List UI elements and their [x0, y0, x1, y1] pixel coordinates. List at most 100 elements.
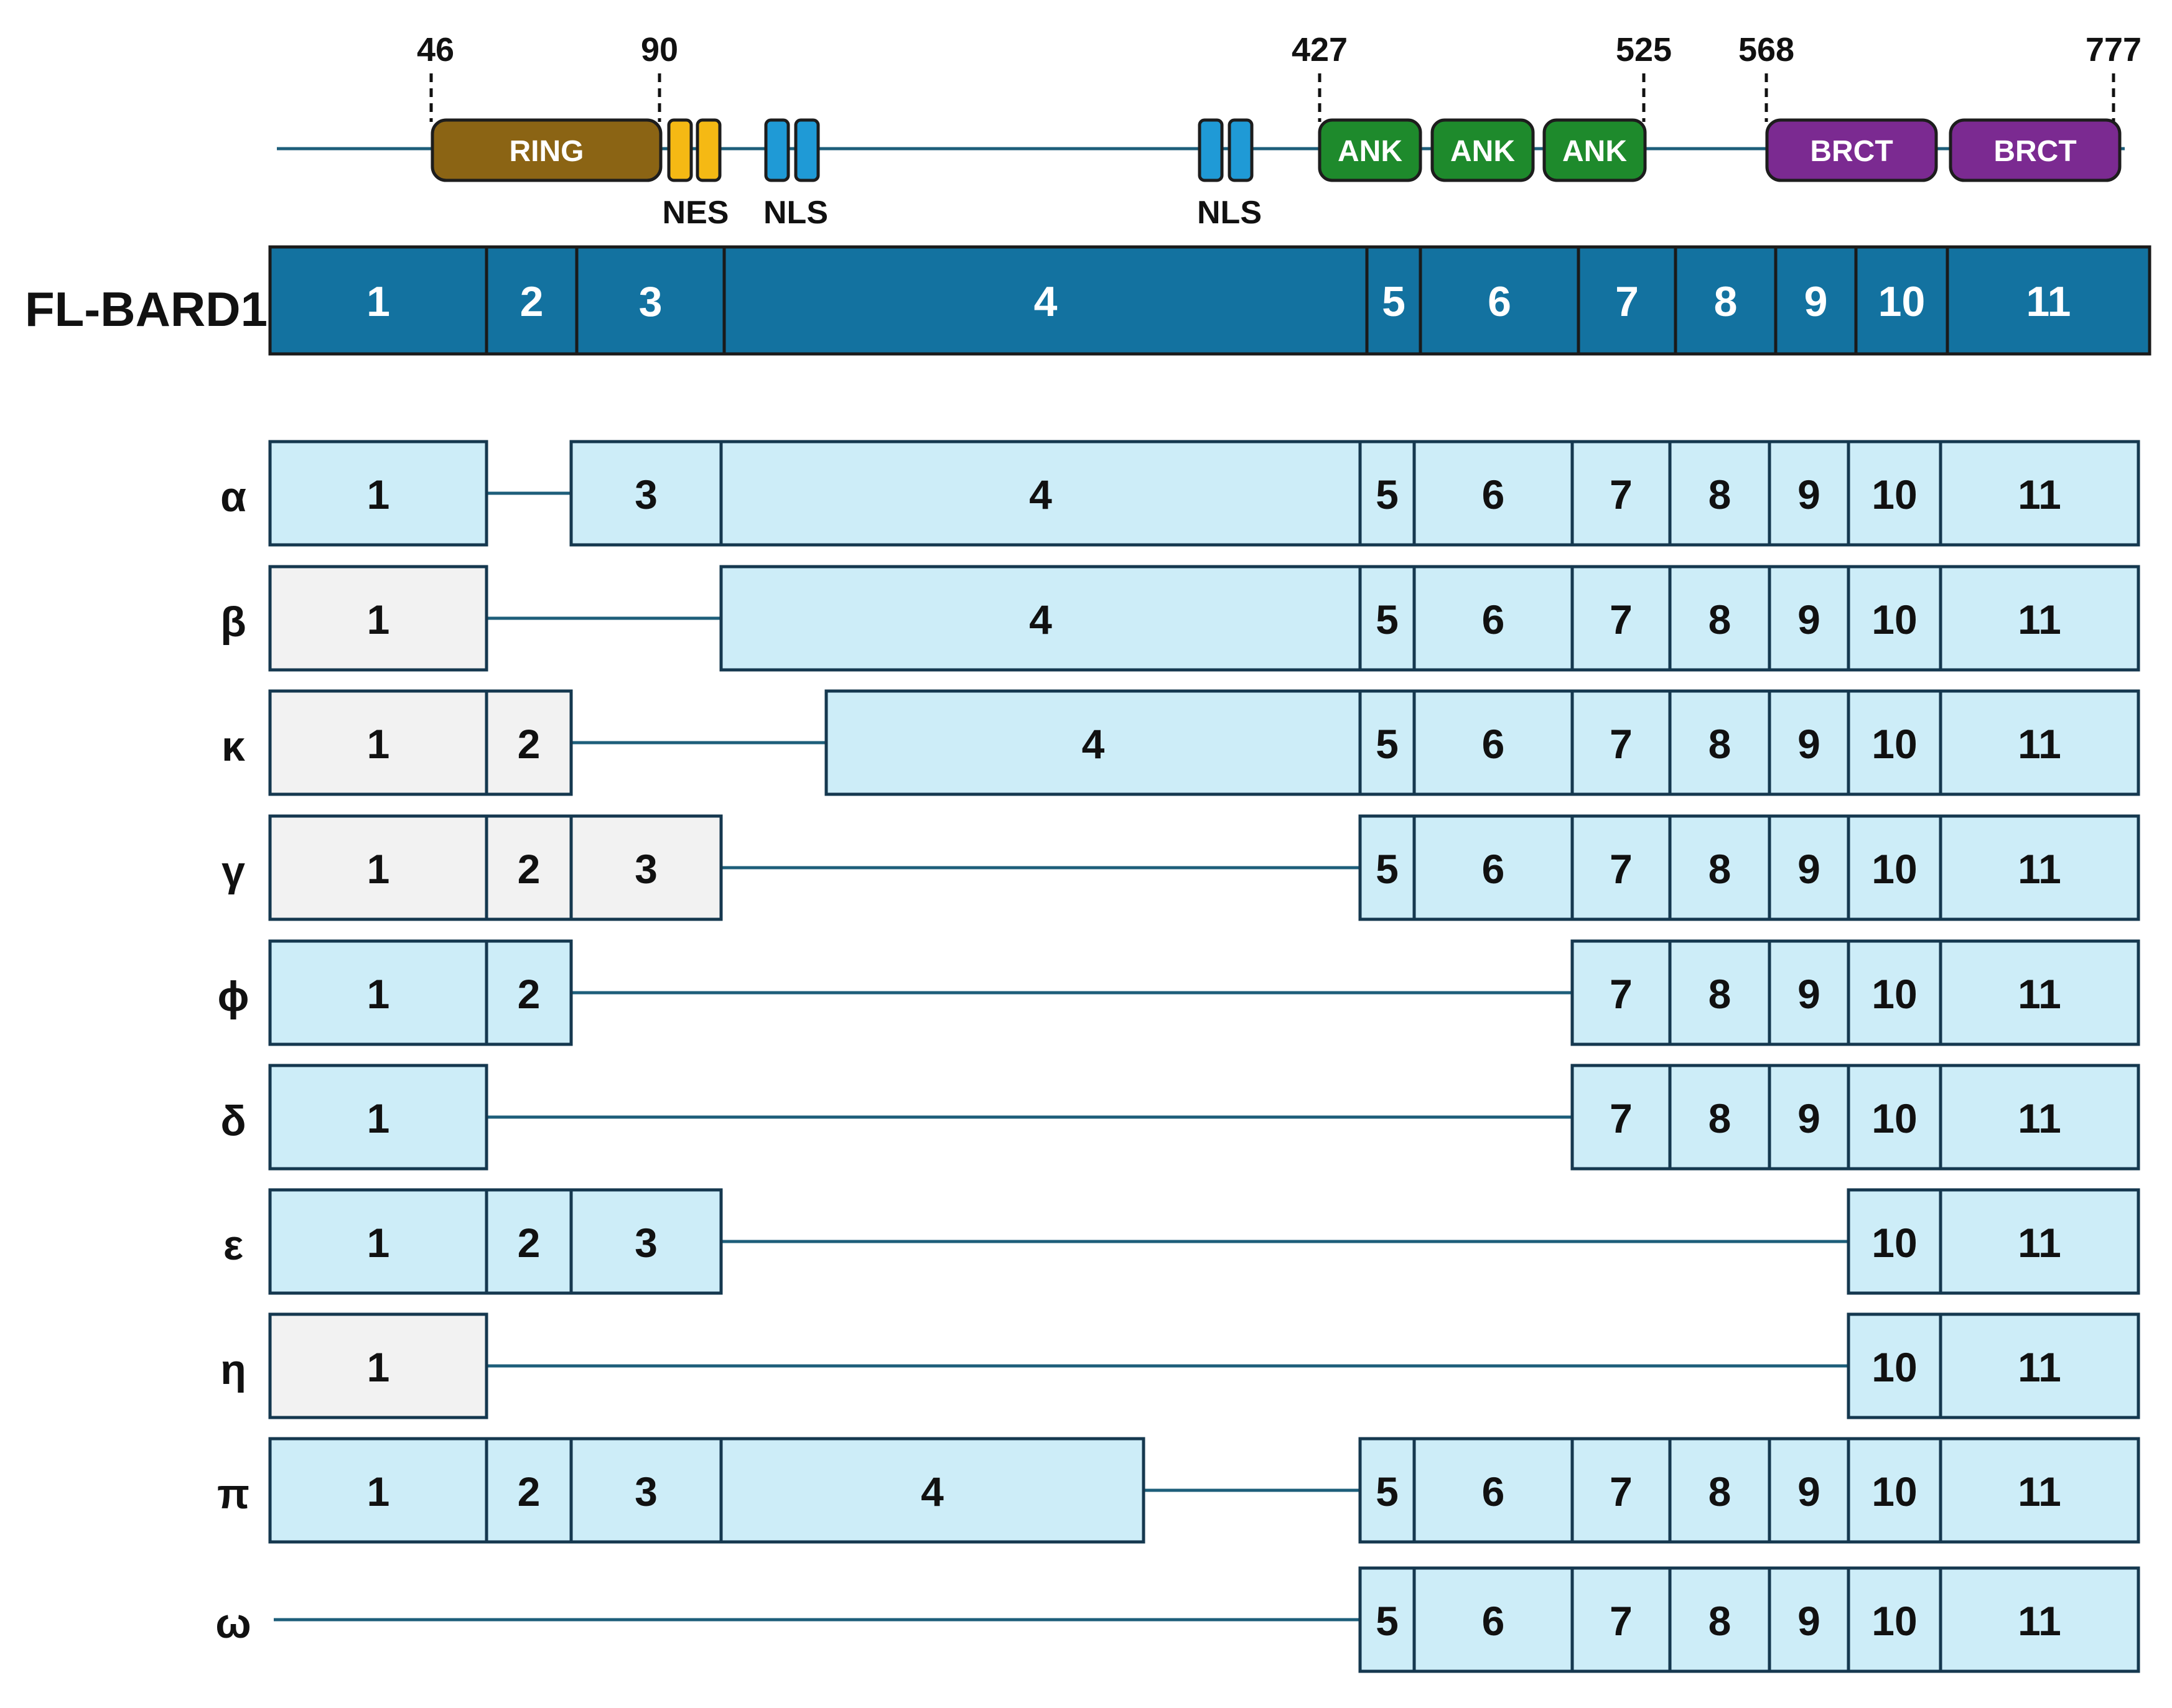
isoform-exon-5 [1358, 565, 1416, 672]
domain-nls-4 [1228, 118, 1254, 182]
isoform-exon-11 [1939, 1437, 2140, 1544]
isoform-exon-10 [1847, 1437, 1942, 1544]
fl-exon-8 [1674, 245, 1778, 356]
isoform-exon-11 [1939, 814, 2140, 921]
isoform-exon-10 [1847, 814, 1942, 921]
isoform-exon-label-1: 1 [367, 846, 390, 892]
isoform-exon-label-10: 10 [1871, 721, 1917, 767]
isoform-exon-1 [268, 440, 488, 547]
isoform-exon-1 [268, 939, 488, 1046]
isoform-exon-11 [1939, 1064, 2140, 1171]
isoform-exon-label-1: 1 [367, 471, 390, 518]
fl-exon-label-7: 7 [1615, 278, 1639, 325]
isoform-exon-label-1: 1 [367, 1220, 390, 1266]
isoform-exon-label-4: 4 [1029, 596, 1052, 643]
isoform-exon-label-8: 8 [1708, 846, 1732, 892]
fl-exon-label-3: 3 [639, 278, 663, 325]
isoform-exon-2 [485, 1188, 573, 1295]
isoform-exon-label-7: 7 [1610, 1469, 1633, 1515]
isoform-exon-7 [1570, 1437, 1672, 1544]
domain-nls-3 [1198, 118, 1224, 182]
isoform-exon-label-10: 10 [1871, 846, 1917, 892]
isoform-exon-label-2: 2 [518, 721, 541, 767]
isoform-exon-label-7: 7 [1610, 1095, 1633, 1141]
isoform-exon-label-10: 10 [1871, 1095, 1917, 1141]
isoform-exon-label-6: 6 [1482, 1598, 1505, 1644]
isoform-exon-label-11: 11 [2018, 846, 2061, 892]
fl-exon-label-4: 4 [1034, 278, 1058, 325]
isoform-exon-label-1: 1 [367, 596, 390, 643]
isoform-exon-11 [1939, 939, 2140, 1046]
isoform-exon-label-2: 2 [518, 846, 541, 892]
isoform-exon-9 [1768, 1064, 1850, 1171]
isoform-exon-9 [1768, 939, 1850, 1046]
isoform-exon-7 [1570, 1064, 1672, 1171]
isoform-exon-label-9: 9 [1797, 1598, 1820, 1644]
isoform-exon-4 [719, 440, 1362, 547]
position-label-427: 427 [1292, 31, 1348, 68]
isoform-exon-10 [1847, 689, 1942, 796]
domain-label-ring: RING [510, 135, 584, 168]
isoform-name: κ [221, 723, 245, 770]
fl-exon-label-9: 9 [1804, 278, 1828, 325]
isoform-exon-2 [485, 1437, 573, 1544]
isoform-exon-label-9: 9 [1797, 1095, 1820, 1141]
isoform-exon-6 [1412, 565, 1574, 672]
isoform-exon-1 [268, 1437, 488, 1544]
position-label-568: 568 [1738, 31, 1794, 68]
isoform-exon-5 [1358, 440, 1416, 547]
isoform-exon-label-6: 6 [1482, 1469, 1505, 1515]
isoform-exon-11 [1939, 1188, 2140, 1295]
isoform-name: η [220, 1346, 246, 1393]
isoform-exon-label-7: 7 [1610, 1598, 1633, 1644]
isoform-exon-label-3: 3 [635, 1220, 658, 1266]
domain-ank-2 [1430, 118, 1535, 182]
isoform-exon-label-10: 10 [1871, 1220, 1917, 1266]
isoform-exon-label-10: 10 [1871, 1344, 1917, 1390]
isoform-exon-label-5: 5 [1376, 846, 1399, 892]
fl-exon-10 [1854, 245, 1949, 356]
isoform-exon-label-3: 3 [635, 846, 658, 892]
isoform-exon-8 [1668, 565, 1771, 672]
isoform-exon-label-3: 3 [635, 471, 658, 518]
isoform-exon-label-5: 5 [1376, 721, 1399, 767]
position-label-90: 90 [641, 31, 678, 68]
isoform-exon-4 [719, 1437, 1145, 1544]
isoform-exon-5 [1358, 689, 1416, 796]
isoform-exon-9 [1768, 814, 1850, 921]
isoform-exon-label-4: 4 [1082, 721, 1105, 767]
isoform-exon-10 [1847, 1188, 1942, 1295]
isoform-exon-label-10: 10 [1871, 596, 1917, 643]
domain-label-brct-2: BRCT [1993, 135, 2076, 168]
isoform-exon-9 [1768, 440, 1850, 547]
isoform-name: ε [223, 1222, 243, 1269]
fl-exon-label-5: 5 [1382, 278, 1405, 325]
fl-exon-6 [1419, 245, 1580, 356]
domain-brct-2 [1949, 118, 2122, 182]
domain-brct-1 [1765, 118, 1938, 182]
isoform-exon-label-7: 7 [1610, 846, 1633, 892]
fl-exon-label-10: 10 [1878, 278, 1926, 325]
isoform-exon-label-9: 9 [1797, 721, 1820, 767]
isoform-exon-1 [268, 1064, 488, 1171]
isoform-exon-label-1: 1 [367, 1095, 390, 1141]
isoform-exon-label-2: 2 [518, 1469, 541, 1515]
isoform-exon-label-1: 1 [367, 721, 390, 767]
isoform-exon-1 [268, 1312, 488, 1419]
isoform-exon-1 [268, 565, 488, 672]
isoform-exon-label-1: 1 [367, 1344, 390, 1390]
isoform-exon-8 [1668, 1064, 1771, 1171]
motif-label-nls-b: NLS [1197, 195, 1262, 231]
motif-label-nls-a: NLS [763, 195, 828, 231]
position-label-525: 525 [1616, 31, 1672, 68]
isoform-name: γ [221, 848, 245, 895]
isoform-exon-2 [485, 689, 573, 796]
isoform-exon-8 [1668, 440, 1771, 547]
isoform-exon-label-1: 1 [367, 1469, 390, 1515]
